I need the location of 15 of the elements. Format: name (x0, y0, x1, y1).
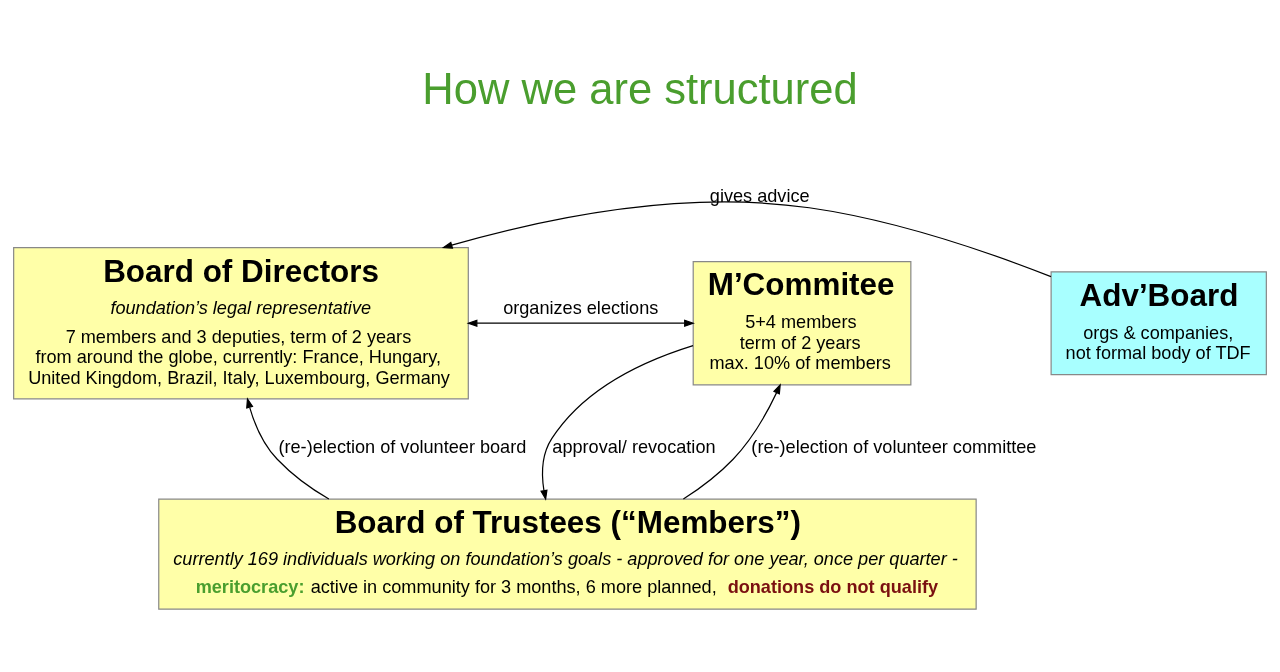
edge-label: (re-)election of volunteer committee (751, 436, 1037, 457)
diagram-title: How we are structured (422, 64, 858, 112)
edge-label: organizes elections (503, 297, 659, 318)
edge-label: (re-)election of volunteer board (278, 436, 527, 457)
edge-label: gives advice (709, 185, 810, 206)
arrow (246, 396, 330, 500)
arrow (682, 382, 781, 500)
arrow (540, 344, 694, 501)
node-box: Board of Directors foundation’s legal representative 7 members and 3 deputies, term of 2 years from around the globe, currently: France, Hungary, United Kingdom, Brazil, Italy, Luxembourg, Germany (13, 246, 469, 399)
arrow (441, 201, 1052, 277)
arrow (466, 318, 695, 327)
node-box: M’Commitee 5+4 members term of 2 years max. 10% of members (692, 260, 912, 385)
node-box: Board of Trustees (“Members”) currently 169 individuals working on foundation’s goals - approved for one year, once per quarter - meritocracy: active in community for 3 months, 6 more planned, donations do not qualify (158, 498, 977, 610)
node-box: Adv’Board orgs & companies, not formal body of TDF (1050, 270, 1267, 375)
edge-label: approval/ revocation (552, 436, 716, 457)
